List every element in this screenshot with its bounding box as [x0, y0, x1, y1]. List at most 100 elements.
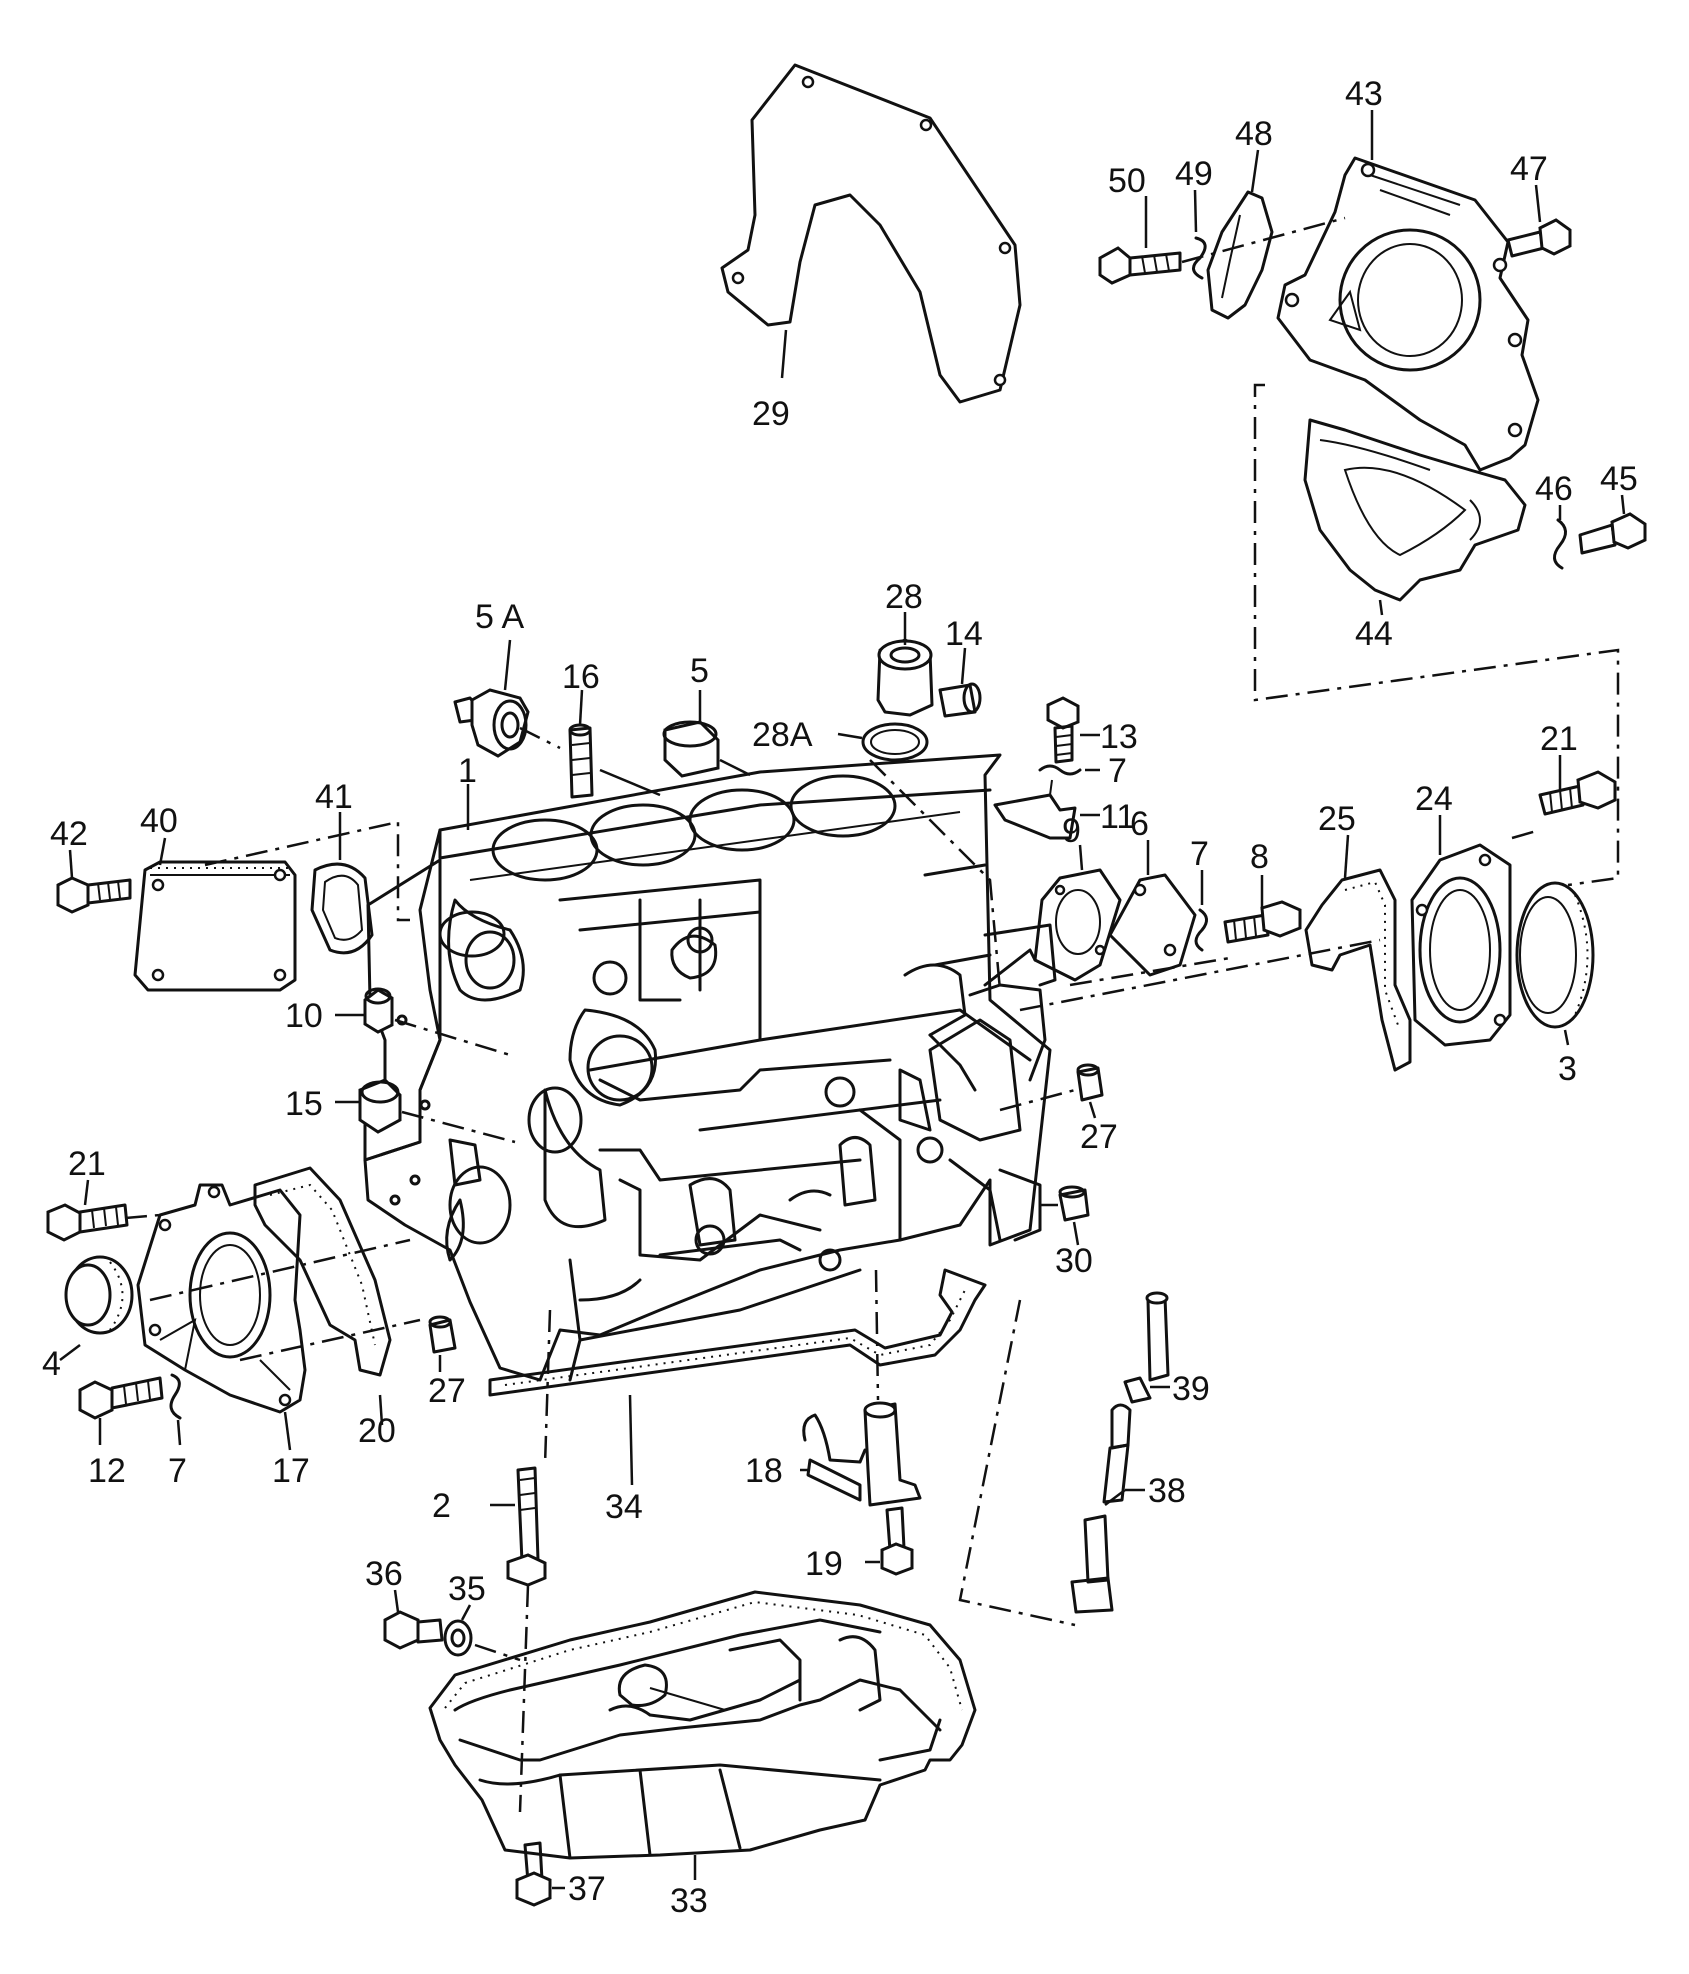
callout-44: 44	[1355, 615, 1393, 653]
callout-43: 43	[1345, 75, 1383, 113]
part-41-oval-gasket	[310, 862, 374, 955]
callout-28a: 28A	[752, 716, 813, 754]
part-17-front-seal-housing	[136, 1183, 307, 1414]
part-15-plug	[358, 1078, 402, 1134]
part-5-plug-cup	[662, 720, 720, 778]
part-24-seal-carrier	[1410, 843, 1512, 1047]
part-7-washer-upper	[1038, 764, 1082, 776]
part-42-bolt	[56, 876, 132, 914]
callout-34: 34	[605, 1488, 643, 1526]
callout-7-lower: 7	[168, 1452, 187, 1490]
callout-5a: 5 A	[475, 598, 524, 636]
callout-9: 9	[1062, 812, 1081, 850]
callout-39: 39	[1172, 1370, 1210, 1408]
callout-28: 28	[885, 578, 923, 616]
part-27-sleeve-right	[1076, 1063, 1104, 1102]
callout-6: 6	[1130, 805, 1149, 843]
part-18-pickup-tube	[802, 1401, 922, 1507]
part-5a-plug	[453, 688, 530, 758]
callout-45: 45	[1600, 460, 1638, 498]
callout-5: 5	[690, 652, 709, 690]
part-48-gasket	[1206, 190, 1274, 320]
callout-7-upper: 7	[1108, 752, 1127, 790]
callout-21-right: 21	[1540, 720, 1578, 758]
part-36-drain-plug	[383, 1610, 444, 1650]
callout-49: 49	[1175, 155, 1213, 193]
part-4-seal-ring	[64, 1255, 134, 1335]
part-44-gasket	[1303, 418, 1527, 602]
part-37-drain-bolt	[515, 1841, 552, 1907]
callout-8: 8	[1250, 838, 1269, 876]
part-2-stud	[506, 1466, 547, 1587]
part-7-washer-middle	[1194, 908, 1208, 952]
callout-21-left: 21	[68, 1145, 106, 1183]
part-16-dowel-sleeve	[568, 723, 594, 799]
part-28a-o-ring	[861, 722, 929, 762]
part-12-bolt	[78, 1376, 164, 1420]
callout-50: 50	[1108, 162, 1146, 200]
callout-10: 10	[285, 997, 323, 1035]
callout-40: 40	[140, 802, 178, 840]
part-21-bolt-left	[46, 1203, 129, 1242]
callout-12: 12	[88, 1452, 126, 1490]
callout-7-middle: 7	[1190, 835, 1209, 873]
callout-37: 37	[568, 1870, 606, 1908]
part-38-dipstick-tube	[1070, 1403, 1132, 1614]
callout-labels: 1 2 3 4 5 5 A 6 7 7 7 8 9 10 11 12 13 14…	[42, 75, 1638, 1920]
part-35-washer	[443, 1619, 473, 1657]
callout-27-left: 27	[428, 1372, 466, 1410]
callout-18: 18	[745, 1452, 783, 1490]
callout-20: 20	[358, 1412, 396, 1450]
part-3-seal-ring	[1515, 881, 1595, 1029]
part-25-gasket	[1304, 868, 1412, 1072]
callout-16: 16	[562, 658, 600, 696]
part-10-plug	[363, 987, 394, 1034]
callout-41: 41	[315, 778, 353, 816]
part-27-sleeve-left	[428, 1315, 457, 1354]
callout-47: 47	[1510, 150, 1548, 188]
part-39-dipstick-top	[1123, 1291, 1170, 1404]
callout-24: 24	[1415, 780, 1453, 818]
part-11-bracket	[993, 779, 1077, 840]
part-50-bolt	[1098, 246, 1182, 285]
part-29-cover-plate	[720, 63, 1022, 404]
part-14-sleeve	[938, 682, 982, 718]
callout-42: 42	[50, 815, 88, 853]
part-45-bolt	[1578, 512, 1647, 555]
part-1-engine-block	[363, 753, 1057, 1382]
part-47-bolt	[1506, 218, 1572, 258]
callout-3: 3	[1558, 1050, 1577, 1088]
callout-19: 19	[805, 1545, 843, 1583]
part-20-front-gasket	[253, 1166, 392, 1377]
callout-46: 46	[1535, 470, 1573, 508]
callout-30: 30	[1055, 1242, 1093, 1280]
callout-1: 1	[458, 752, 477, 790]
callout-36: 36	[365, 1555, 403, 1593]
callout-27-right: 27	[1080, 1118, 1118, 1156]
part-6-cover-plate	[1108, 873, 1197, 977]
part-43-seal-housing	[1276, 156, 1540, 472]
callout-15: 15	[285, 1085, 323, 1123]
callout-25: 25	[1318, 800, 1356, 838]
callout-29: 29	[752, 395, 790, 433]
callout-11: 11	[1100, 798, 1135, 836]
part-7-washer-lower	[169, 1373, 182, 1420]
part-46-washer	[1553, 518, 1567, 570]
part-28-oil-filter-flange	[876, 638, 934, 717]
callout-33: 33	[670, 1882, 708, 1920]
part-40-cover	[133, 860, 297, 992]
part-21-bolt-right	[1538, 770, 1617, 816]
callout-38: 38	[1148, 1472, 1186, 1510]
callout-35: 35	[448, 1570, 486, 1608]
part-9-gasket	[1033, 868, 1122, 982]
part-8-bolt	[1223, 900, 1302, 944]
callout-2: 2	[432, 1487, 451, 1525]
callout-14: 14	[945, 615, 983, 653]
callout-13: 13	[1100, 718, 1138, 756]
callout-48: 48	[1235, 115, 1273, 153]
part-19-bolt	[880, 1506, 914, 1576]
part-30-sleeve	[1058, 1185, 1090, 1222]
callout-4: 4	[42, 1345, 61, 1383]
part-33-oil-pan	[428, 1590, 977, 1860]
